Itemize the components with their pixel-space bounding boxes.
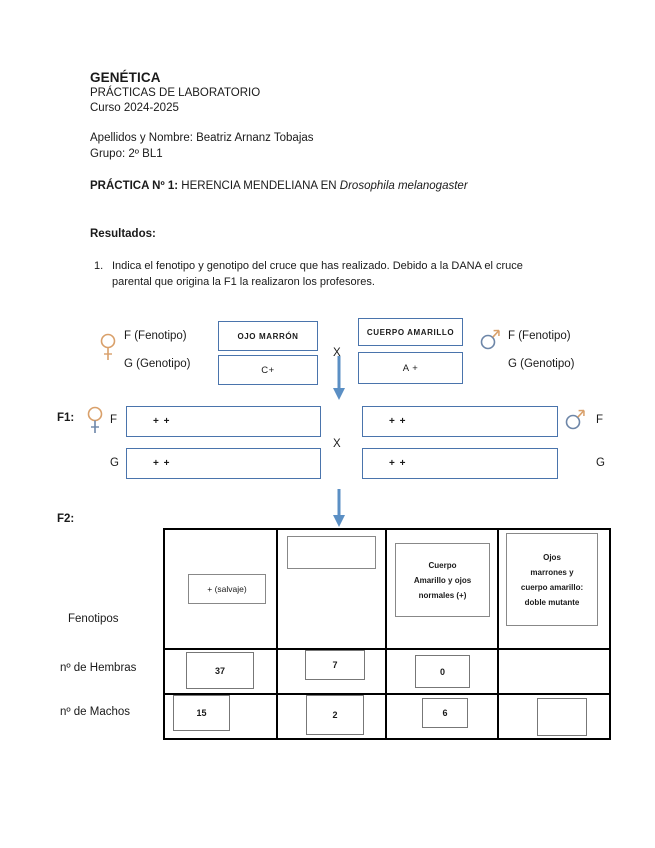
- row-label-phenotypes: Fenotipos: [68, 613, 119, 625]
- f1-female-phenotype-box[interactable]: + +: [126, 406, 321, 437]
- document-header: GENÉTICA PRÁCTICAS DE LABORATORIO Curso …: [90, 70, 570, 194]
- parental-cross-diagram: F (Fenotipo) G (Genotipo) OJO MARRÓN C+ …: [0, 312, 655, 392]
- phenotype-value-4: Ojos marrones y cuerpo amarillo: doble m…: [507, 550, 597, 610]
- female-symbol: [98, 332, 118, 360]
- phenotype-line: marrones y: [530, 567, 574, 577]
- f1-male-phenotype-box[interactable]: + +: [362, 406, 558, 437]
- phenotype-box-3[interactable]: Cuerpo Amarillo y ojos normales (+): [395, 543, 490, 617]
- parental-female-phenotype-label: F (Fenotipo): [124, 330, 187, 342]
- phenotype-cell-3[interactable]: Cuerpo Amarillo y ojos normales (+): [385, 528, 499, 650]
- student-identification: Apellidos y Nombre: Beatriz Arnanz Tobaj…: [90, 130, 570, 162]
- f2-table: + (salvaje) Cuerpo Amarillo y ojos norma…: [163, 528, 611, 740]
- practice-title-text: HERENCIA MENDELIANA EN: [178, 180, 340, 192]
- student-name-line: Apellidos y Nombre: Beatriz Arnanz Tobaj…: [90, 132, 314, 144]
- males-count-box-2[interactable]: 2: [306, 695, 364, 735]
- phenotype-box-1[interactable]: + (salvaje): [188, 574, 266, 604]
- parental-male-genotype-value: A +: [402, 362, 419, 374]
- f1-label: F1:: [57, 412, 75, 424]
- phenotype-line: cuerpo amarillo:: [520, 582, 584, 592]
- f1-male-genotype-value: + +: [389, 458, 407, 469]
- course-year: Curso 2024-2025: [90, 102, 179, 114]
- phenotype-value-3: Cuerpo Amarillo y ojos normales (+): [396, 558, 489, 603]
- females-count-1: 37: [214, 665, 225, 676]
- females-count-box-1[interactable]: 37: [186, 652, 254, 689]
- females-cell-4[interactable]: [497, 648, 611, 695]
- phenotype-value-1: + (salvaje): [207, 584, 247, 594]
- phenotype-box-2[interactable]: [287, 536, 376, 569]
- females-count-box-2[interactable]: 7: [305, 650, 365, 680]
- phenotype-cell-4[interactable]: Ojos marrones y cuerpo amarillo: doble m…: [497, 528, 611, 650]
- phenotype-line: Amarillo y ojos: [413, 575, 472, 585]
- f1-male-genotype-box[interactable]: + +: [362, 448, 558, 479]
- document-subtitle: PRÁCTICAS DE LABORATORIO: [90, 87, 261, 99]
- f1-male-genotype-label: G: [596, 457, 605, 469]
- f1-cross-mark: X: [333, 438, 341, 450]
- f1-male-symbol: [565, 406, 585, 434]
- page-title: GENÉTICA: [90, 70, 161, 85]
- phenotype-line: doble mutante: [524, 597, 580, 607]
- parental-female-genotype-value: C+: [261, 364, 275, 376]
- table-row-females: 37 7 0: [163, 648, 611, 695]
- phenotype-line: normales (+): [418, 590, 467, 600]
- males-cell-4[interactable]: [497, 693, 611, 740]
- phenotype-line: Ojos: [543, 552, 561, 562]
- parental-male-phenotype-label: F (Fenotipo): [508, 330, 571, 342]
- females-cell-2[interactable]: 7: [276, 648, 387, 695]
- phenotype-box-4[interactable]: Ojos marrones y cuerpo amarillo: doble m…: [506, 533, 598, 626]
- parental-to-f1-arrow: [331, 356, 347, 407]
- f1-female-phenotype-label: F: [110, 414, 118, 426]
- parental-female-phenotype-value: OJO MARRÓN: [237, 331, 299, 341]
- species-name: Drosophila melanogaster: [339, 180, 468, 192]
- males-count-3: 6: [442, 708, 448, 718]
- males-count-box-1[interactable]: 15: [173, 695, 230, 731]
- phenotype-line: Cuerpo: [428, 560, 457, 570]
- f1-female-phenotype-value: + +: [153, 416, 171, 427]
- males-cell-1[interactable]: 15: [163, 693, 278, 740]
- question-number: 1.: [94, 260, 104, 272]
- results-heading: Resultados:: [90, 228, 156, 240]
- parental-female-genotype-box[interactable]: C+: [218, 355, 318, 385]
- parental-male-phenotype-box[interactable]: CUERPO AMARILLO: [358, 318, 463, 346]
- f1-female-genotype-label: G: [110, 457, 119, 469]
- row-label-females: nº de Hembras: [60, 662, 137, 674]
- phenotype-cell-2[interactable]: [276, 528, 387, 650]
- student-group-line: Grupo: 2º BL1: [90, 148, 163, 160]
- parental-female-phenotype-box[interactable]: OJO MARRÓN: [218, 321, 318, 351]
- males-count-1: 15: [196, 708, 207, 718]
- males-cell-2[interactable]: 2: [276, 693, 387, 740]
- parental-male-phenotype-value: CUERPO AMARILLO: [366, 327, 455, 337]
- table-row-phenotypes: + (salvaje) Cuerpo Amarillo y ojos norma…: [163, 528, 611, 650]
- parental-male-genotype-box[interactable]: A +: [358, 352, 463, 384]
- females-count-box-3[interactable]: 0: [415, 655, 470, 688]
- f1-female-genotype-box[interactable]: + +: [126, 448, 321, 479]
- males-count-box-4[interactable]: [537, 698, 587, 736]
- question-text: Indica el fenotipo y genotipo del cruce …: [112, 260, 523, 288]
- row-label-males: nº de Machos: [60, 706, 131, 718]
- females-cell-3[interactable]: 0: [385, 648, 499, 695]
- f1-male-phenotype-label: F: [596, 414, 604, 426]
- f1-to-f2-arrow: [331, 489, 347, 534]
- practice-number-label: PRÁCTICA Nº 1:: [90, 180, 179, 192]
- parental-cross-mark: X: [333, 347, 341, 359]
- females-count-3: 0: [439, 666, 445, 677]
- f1-male-phenotype-value: + +: [389, 416, 407, 427]
- males-count-box-3[interactable]: 6: [422, 698, 468, 728]
- females-cell-1[interactable]: 37: [163, 648, 278, 695]
- table-row-males: 15 2 6: [163, 693, 611, 740]
- phenotype-cell-1[interactable]: + (salvaje): [163, 528, 278, 650]
- results-question-list: 1. Indica el fenotipo y genotipo del cru…: [90, 258, 560, 290]
- females-count-2: 7: [332, 660, 338, 670]
- practice-heading: PRÁCTICA Nº 1: HERENCIA MENDELIANA EN Dr…: [90, 178, 570, 194]
- parental-female-genotype-label: G (Genotipo): [124, 358, 191, 370]
- f1-female-symbol: [85, 405, 105, 433]
- males-cell-3[interactable]: 6: [385, 693, 499, 740]
- male-symbol: [480, 326, 500, 354]
- list-item: 1. Indica el fenotipo y genotipo del cru…: [90, 258, 560, 290]
- f1-female-genotype-value: + +: [153, 458, 171, 469]
- parental-male-genotype-label: G (Genotipo): [508, 358, 575, 370]
- males-count-2: 2: [332, 710, 338, 720]
- f2-label: F2:: [57, 513, 75, 525]
- f2-results-table: + (salvaje) Cuerpo Amarillo y ojos norma…: [163, 528, 611, 740]
